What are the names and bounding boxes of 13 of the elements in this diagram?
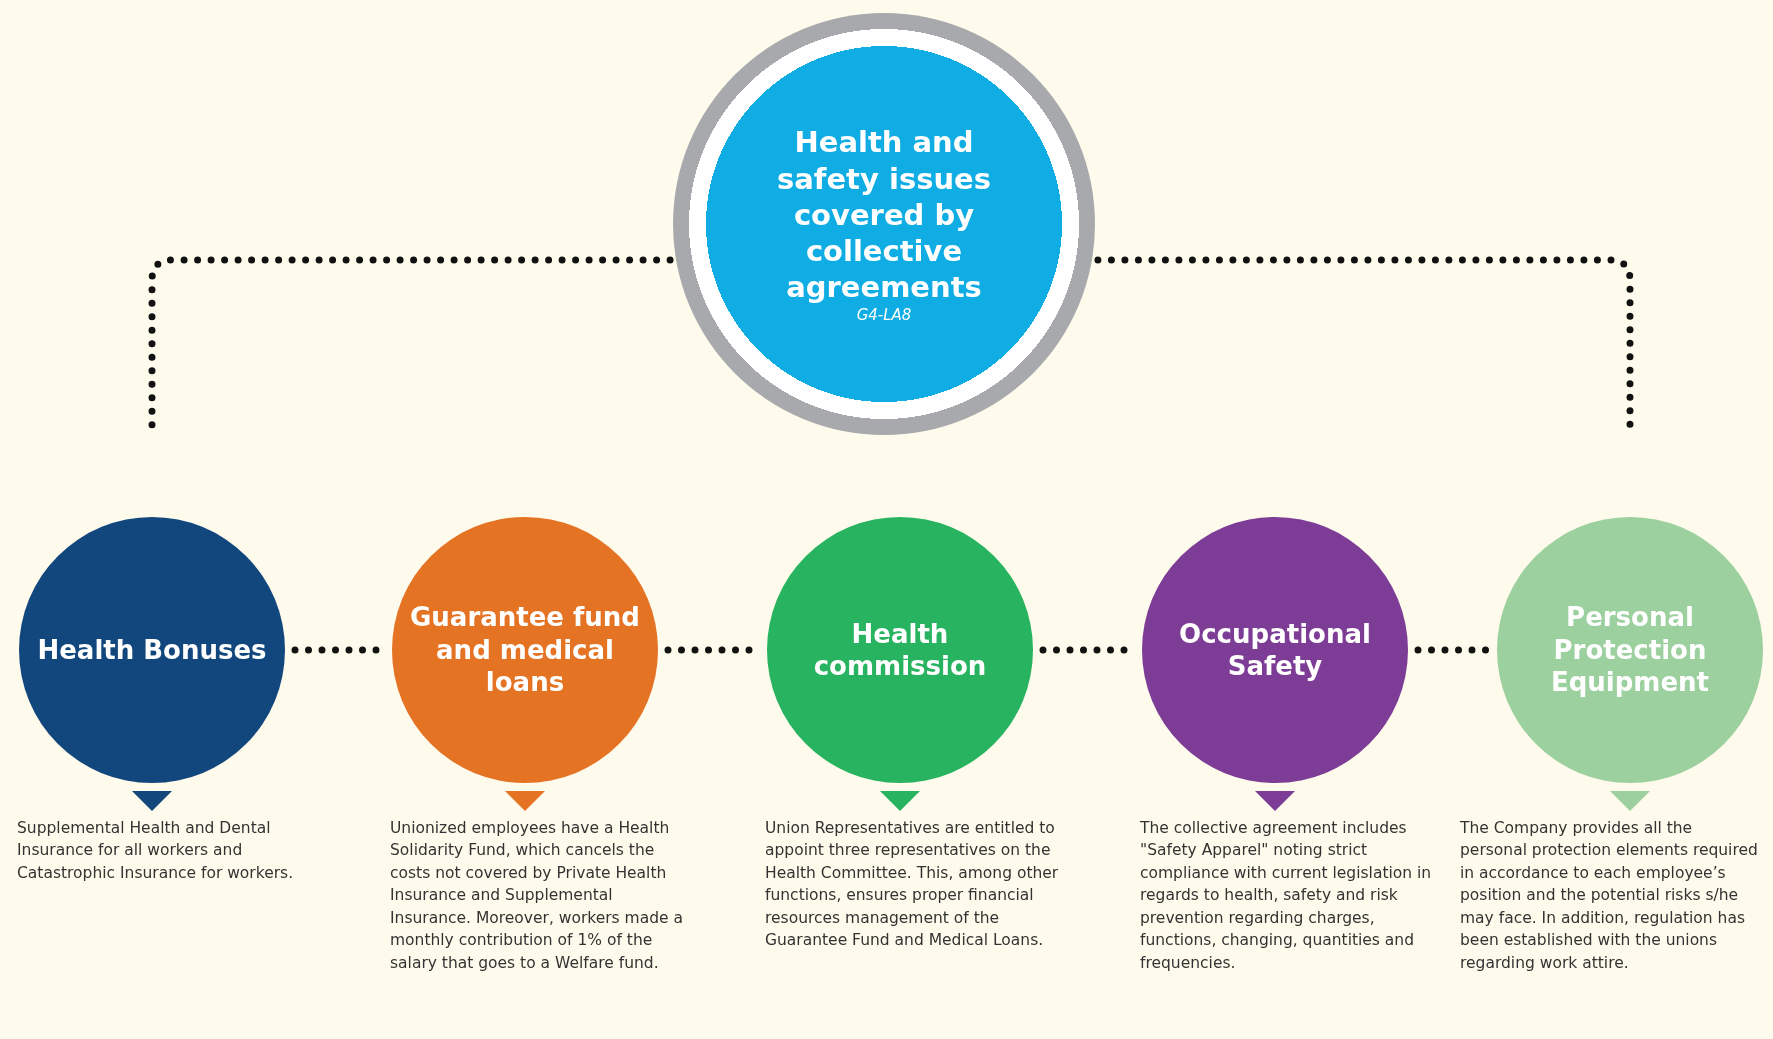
circle-title: Health commission — [812, 617, 988, 683]
circle-title: Health Bonuses — [36, 633, 268, 667]
circle-title: Personal Protection Equipment — [1549, 601, 1711, 699]
circle-title: Guarantee fund and medical loans — [409, 601, 641, 699]
description-text: Union Representatives are entitled to appoint three representatives on the Health Committee. This, among other functions, ensures proper financial resources management of the Guarantee Fund and Medical Loans. — [765, 818, 1060, 952]
circle-title: Occupational Safety — [1178, 617, 1372, 683]
description-text: The Company provides all the personal protection elements required in accordance to each employee’s position and the potential risks s/he may face. In addition, regulation has been established with the unions regarding work attire. — [1460, 818, 1759, 974]
description-text: The collective agreement includes "Safety Apparel" noting strict compliance with current legislation in regards to health, safety and risk prevention regarding charges, functions, changing, quantities and frequencies. — [1140, 818, 1433, 974]
circle-title: Health and safety issues covered by collective agreements — [776, 124, 992, 306]
reference-code: G4-LA8 — [856, 305, 912, 324]
dotted-connector — [1414, 646, 1491, 654]
description-text: Supplemental Health and Dental Insurance for all workers and Catastrophic Insurance for workers. — [17, 818, 295, 884]
description-text: Unionized employees have a Health Solidarity Fund, which cancels the costs not covered by Private Health Insurance and Supplemental Insurance. Moreover, workers made a monthly contribution of 1% of the salary that goes to a Welfare fund. — [390, 818, 684, 974]
